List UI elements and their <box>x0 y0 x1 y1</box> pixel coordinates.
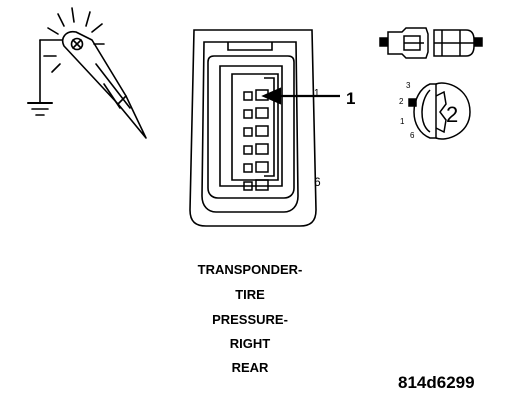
connector-end-view <box>408 82 471 140</box>
title-line-3: PRESSURE- <box>212 312 288 327</box>
connector-face <box>189 29 317 227</box>
pin-label-bottom: 6 <box>314 175 321 189</box>
callout-arrow <box>261 87 340 105</box>
title-line-2: TIRE <box>235 287 265 302</box>
cavity-label-1: 1 <box>400 117 405 126</box>
figure-code: 814d6299 <box>398 373 475 392</box>
callout-1: 1 <box>346 89 355 108</box>
cavity-label-6: 6 <box>410 131 415 140</box>
pin-label-top: 1 <box>314 88 320 99</box>
pin-cavities <box>243 89 269 191</box>
cavity-label-3: 3 <box>406 81 411 90</box>
title-line-5: REAR <box>231 360 269 375</box>
title-line-1: TRANSPONDER- <box>197 262 303 277</box>
probe-ground-icon <box>27 7 147 139</box>
title-line-4: RIGHT <box>229 336 271 351</box>
callout-2: 2 <box>446 102 458 127</box>
cavity-label-2: 2 <box>399 97 404 106</box>
connector-side-view <box>379 27 483 59</box>
